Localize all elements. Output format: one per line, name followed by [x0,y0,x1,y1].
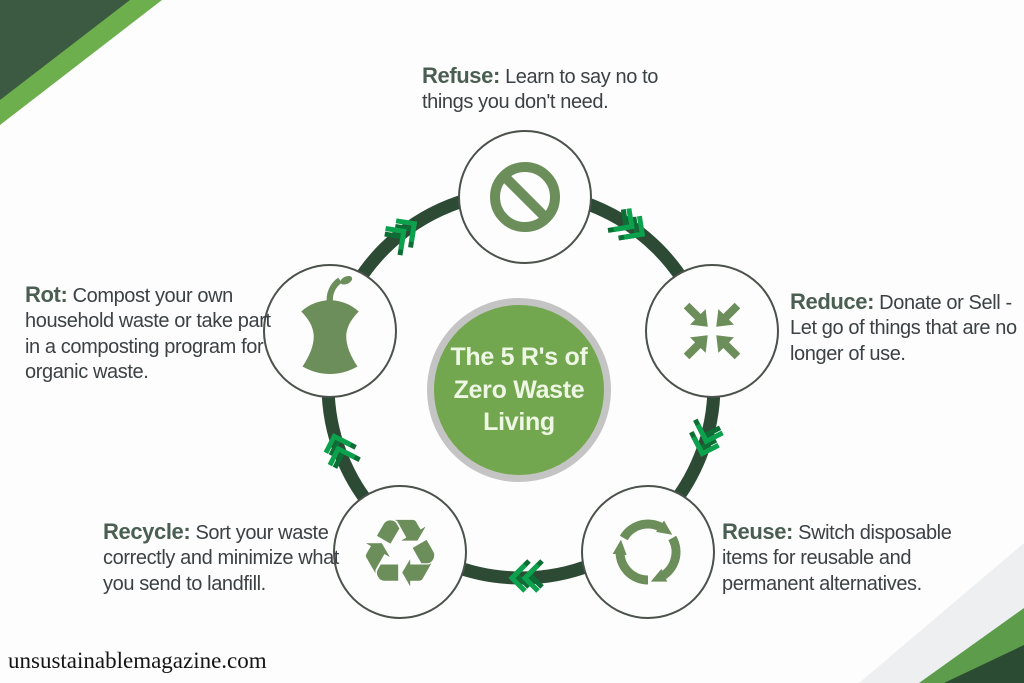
reuse-description: Switch disposable items for reusable and… [722,522,952,595]
rot-label: Rot: [25,282,68,307]
node-refuse [458,130,592,264]
reduce-text: Reduce: Donate or Sell - Let go of thing… [790,288,1024,367]
refuse-label: Refuse: [422,63,500,88]
no-sign-icon [490,162,560,232]
flow-chevron-right [689,418,724,457]
rot-description: Compost your own household waste or take… [25,285,271,384]
center-title-line3: Living [483,408,555,437]
watermark-url: unsustainablemagazine.com [8,648,267,673]
flow-chevron-top-right [607,208,646,241]
circular-arrows-icon [612,519,681,585]
refuse-description: Learn to say no to things you don't need… [422,66,658,114]
node-rot [263,264,397,398]
recycle-label: Recycle: [103,519,191,544]
node-recycle: ♻ [333,485,467,619]
apple-core-icon [301,275,359,374]
flow-chevron-left [323,433,361,469]
node-reuse [581,485,715,619]
center-badge [427,298,611,482]
flow-chevron-bottom [508,559,544,593]
recycling-symbol-icon: ♻ [358,500,442,609]
center-title-line1: The 5 R's of [450,343,588,372]
reduce-description: Donate or Sell - Let go of things that a… [790,292,1017,365]
flow-chevron-top-left [384,218,418,256]
rot-text: Rot: Compost your own household waste or… [25,281,287,386]
recycle-text: Recycle: Sort your waste correctly and m… [103,518,355,597]
recycle-description: Sort your waste correctly and minimize w… [103,522,339,595]
reuse-label: Reuse: [722,519,793,544]
refuse-text: Refuse: Learn to say no to things you do… [422,62,680,116]
node-reduce [645,264,779,398]
reuse-text: Reuse: Switch disposable items for reusa… [722,518,968,597]
compress-arrows-icon [683,302,741,360]
center-title: The 5 R's of Zero Waste Living [433,338,605,442]
reduce-label: Reduce: [790,289,874,314]
center-title-line2: Zero Waste [453,375,585,404]
